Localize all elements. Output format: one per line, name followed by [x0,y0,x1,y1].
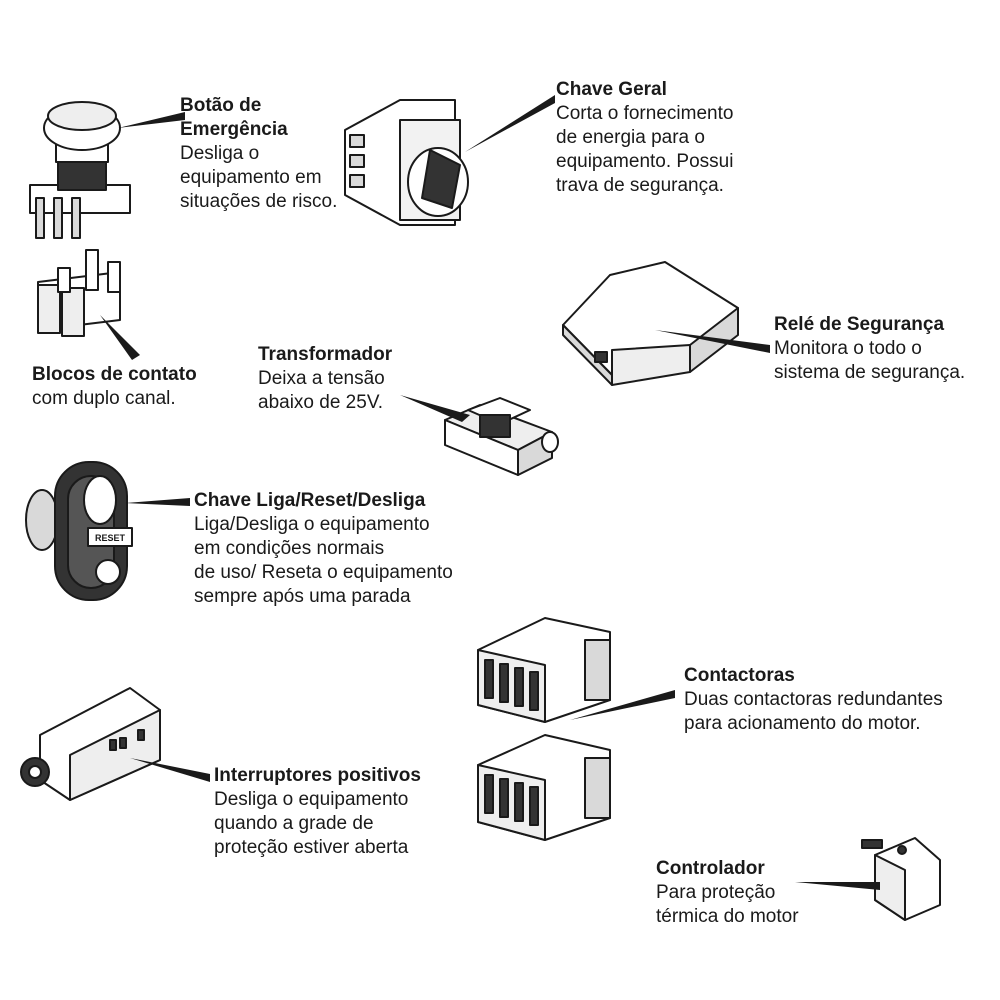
leader-chave-geral [465,95,555,152]
label-desc: sistema de segurança. [774,362,966,383]
label-desc: Para proteção [656,882,776,903]
main-switch-icon [344,99,469,226]
label-title: Blocos de contato [32,364,197,385]
label-title: Controlador [656,858,765,879]
label-desc: para acionamento do motor. [684,713,921,734]
label-desc: trava de segurança. [556,175,724,196]
controller-icon [861,837,941,921]
label-blocos-contato: Blocos de contato com duplo canal. [32,363,197,411]
label-desc: Deixa a tensão [258,368,385,389]
label-title: Interruptores positivos [214,765,421,786]
label-desc: Duas contactoras redundantes [684,689,943,710]
label-desc: situações de risco. [180,191,338,212]
label-title: Transformador [258,344,393,365]
label-desc: Desliga o equipamento [214,789,409,810]
label-botao-emergencia: Botão de Emergência Desliga o equipament… [180,94,337,214]
transformer-icon [444,397,559,476]
label-title: Relé de Segurança [774,314,945,335]
label-chave-geral: Chave Geral Corta o fornecimento de ener… [556,78,733,198]
reset-label: RESET [95,533,126,543]
label-interruptores: Interruptores positivos Desliga o equipa… [214,764,421,860]
label-desc: com duplo canal. [32,388,176,409]
leader-blocos [100,315,140,360]
leader-transformador [400,395,470,422]
label-title-2: Emergência [180,119,288,140]
contactor-2-icon [477,734,611,841]
safety-relay-icon [562,261,739,386]
label-desc: Corta o fornecimento [556,103,734,124]
label-desc: de energia para o [556,127,705,148]
label-desc: Liga/Desliga o equipamento [194,514,430,535]
label-controlador: Controlador Para proteção térmica do mot… [656,857,799,929]
emergency-button-icon [29,101,131,239]
leader-chave-liga [125,498,190,506]
label-title: Contactoras [684,665,795,686]
label-desc: Desliga o [180,143,260,164]
leader-rele [655,330,770,353]
label-title: Chave Geral [556,79,667,100]
label-desc: de uso/ Reseta o equipamento [194,562,453,583]
contact-blocks-icon [37,249,121,337]
label-desc: térmica do motor [656,906,799,927]
label-desc: quando a grade de [214,813,374,834]
label-contactoras: Contactoras Duas contactoras redundantes… [684,664,943,736]
leader-interruptores [130,758,210,782]
label-desc: equipamento em [180,167,322,188]
label-desc: equipamento. Possui [556,151,734,172]
label-desc: proteção estiver aberta [214,837,409,858]
label-desc: sempre após uma parada [194,586,411,607]
label-rele-seguranca: Relé de Segurança Monitora o todo o sist… [774,313,965,385]
label-desc: em condições normais [194,538,385,559]
label-transformador: Transformador Deixa a tensão abaixo de 2… [258,343,392,415]
label-desc: abaixo de 25V. [258,392,384,413]
label-desc: Monitora o todo o [774,338,922,359]
label-title: Botão de [180,95,262,116]
contactor-1-icon [477,617,611,723]
label-title: Chave Liga/Reset/Desliga [194,490,426,511]
label-chave-liga: Chave Liga/Reset/Desliga Liga/Desliga o … [194,489,453,609]
on-reset-off-switch-icon: RESET [25,461,133,601]
leader-controlador [795,882,880,890]
positive-switch-icon [20,687,161,801]
leader-emergency [118,112,185,128]
leader-contactoras [570,690,675,720]
